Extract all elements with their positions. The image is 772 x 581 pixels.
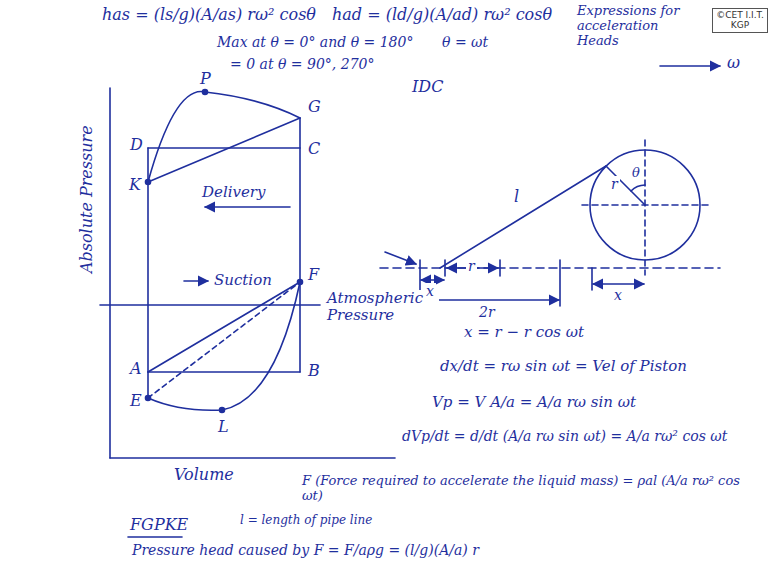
handwritten-label: L — [216, 418, 231, 436]
handwritten-label: Suction — [212, 272, 274, 289]
delivery-slant-line — [148, 118, 300, 182]
crank-center-line — [644, 140, 646, 275]
volume-axis — [110, 457, 395, 459]
handwritten-label: Volume — [172, 466, 236, 484]
point-dot — [146, 180, 151, 185]
handwritten-label: l = length of pipe line — [238, 514, 374, 528]
pressure-axis — [109, 88, 111, 458]
handwritten-label: Delivery — [200, 184, 268, 201]
tick — [559, 260, 561, 306]
underline — [128, 536, 182, 538]
handwritten-label: C — [306, 140, 322, 158]
point-dot — [146, 396, 151, 401]
handwritten-label: Absolute Pressure — [78, 122, 96, 276]
handwritten-label: A — [128, 360, 144, 378]
diagram-left-edge — [147, 148, 149, 398]
handwritten-label: F — [306, 266, 321, 284]
handwritten-label: θ = ωt — [440, 34, 490, 50]
handwritten-label: had = (ld/g)(A/ad) rω² cosθ — [330, 6, 554, 24]
handwritten-label: B — [306, 362, 322, 380]
suction-arrow — [184, 280, 208, 282]
handwritten-label: Vp = V A/a = A/a rω sin ωt — [430, 394, 638, 411]
handwritten-label: r — [466, 258, 477, 274]
handwritten-label: Atmospheric Pressure — [325, 290, 439, 325]
handwritten-label: = 0 at θ = 90°, 270° — [228, 56, 376, 72]
handwritten-label: x — [612, 287, 624, 303]
handwritten-label: x = r − r cos ωt — [462, 324, 586, 341]
tick — [591, 268, 593, 290]
handwritten-label: ω — [725, 54, 742, 72]
crank-center-line — [582, 204, 712, 206]
delivery-line — [148, 147, 300, 149]
handwritten-label: 2r — [477, 304, 497, 320]
dimension-arrow — [421, 299, 559, 301]
suction-slant-line — [148, 282, 300, 372]
tick — [444, 260, 446, 276]
crank-radius — [606, 166, 645, 205]
handwritten-label: P — [198, 70, 213, 88]
handwritten-label: K — [127, 176, 143, 194]
suction-dashed-line — [148, 282, 300, 398]
handwritten-label: dx/dt = rω sin ωt = Vel of Piston — [438, 358, 689, 375]
handwritten-label: Pressure head caused by F = F/aρg = (l/g… — [130, 542, 734, 558]
handwritten-label: FGPKE — [128, 516, 190, 534]
suction-line — [148, 371, 300, 373]
handwritten-label: Max at θ = 0° and θ = 180° — [215, 34, 415, 50]
dimension-arrow — [421, 279, 444, 281]
handwritten-label: D — [128, 136, 145, 154]
handwritten-label: has = (ls/g)(A/as) rω² cosθ — [100, 6, 318, 24]
diagram-right-edge — [299, 118, 301, 372]
rotation-arrow — [660, 65, 720, 67]
delivery-curve — [148, 92, 300, 182]
handwritten-label: Expressions for acceleration Heads — [575, 4, 704, 49]
point-dot — [203, 90, 208, 95]
handwritten-label: l — [512, 188, 521, 206]
handwritten-label: r — [609, 176, 620, 192]
idc-arrow — [385, 252, 416, 264]
tick — [499, 260, 501, 276]
point-dot — [220, 408, 225, 413]
handwritten-label: dVp/dt = d/dt (A/a rω sin ωt) = A/a rω² … — [400, 428, 764, 444]
angle-arc — [631, 185, 645, 191]
atmospheric-line — [100, 304, 320, 306]
suction-curve — [148, 282, 300, 410]
watermark: ©CET I.I.T. KGP — [712, 8, 768, 33]
point-dot — [298, 280, 303, 285]
delivery-arrow — [205, 206, 290, 208]
handwritten-label: x — [424, 283, 436, 299]
handwritten-label: θ — [630, 166, 642, 181]
handwritten-label: IDC — [410, 78, 445, 96]
dimension-arrow — [593, 283, 644, 285]
connecting-rod — [440, 166, 606, 268]
handwritten-label: G — [306, 98, 323, 116]
handwritten-label: E — [128, 392, 144, 410]
piston-axis — [380, 267, 720, 269]
handwritten-label: F (Force required to accelerate the liqu… — [300, 474, 766, 504]
